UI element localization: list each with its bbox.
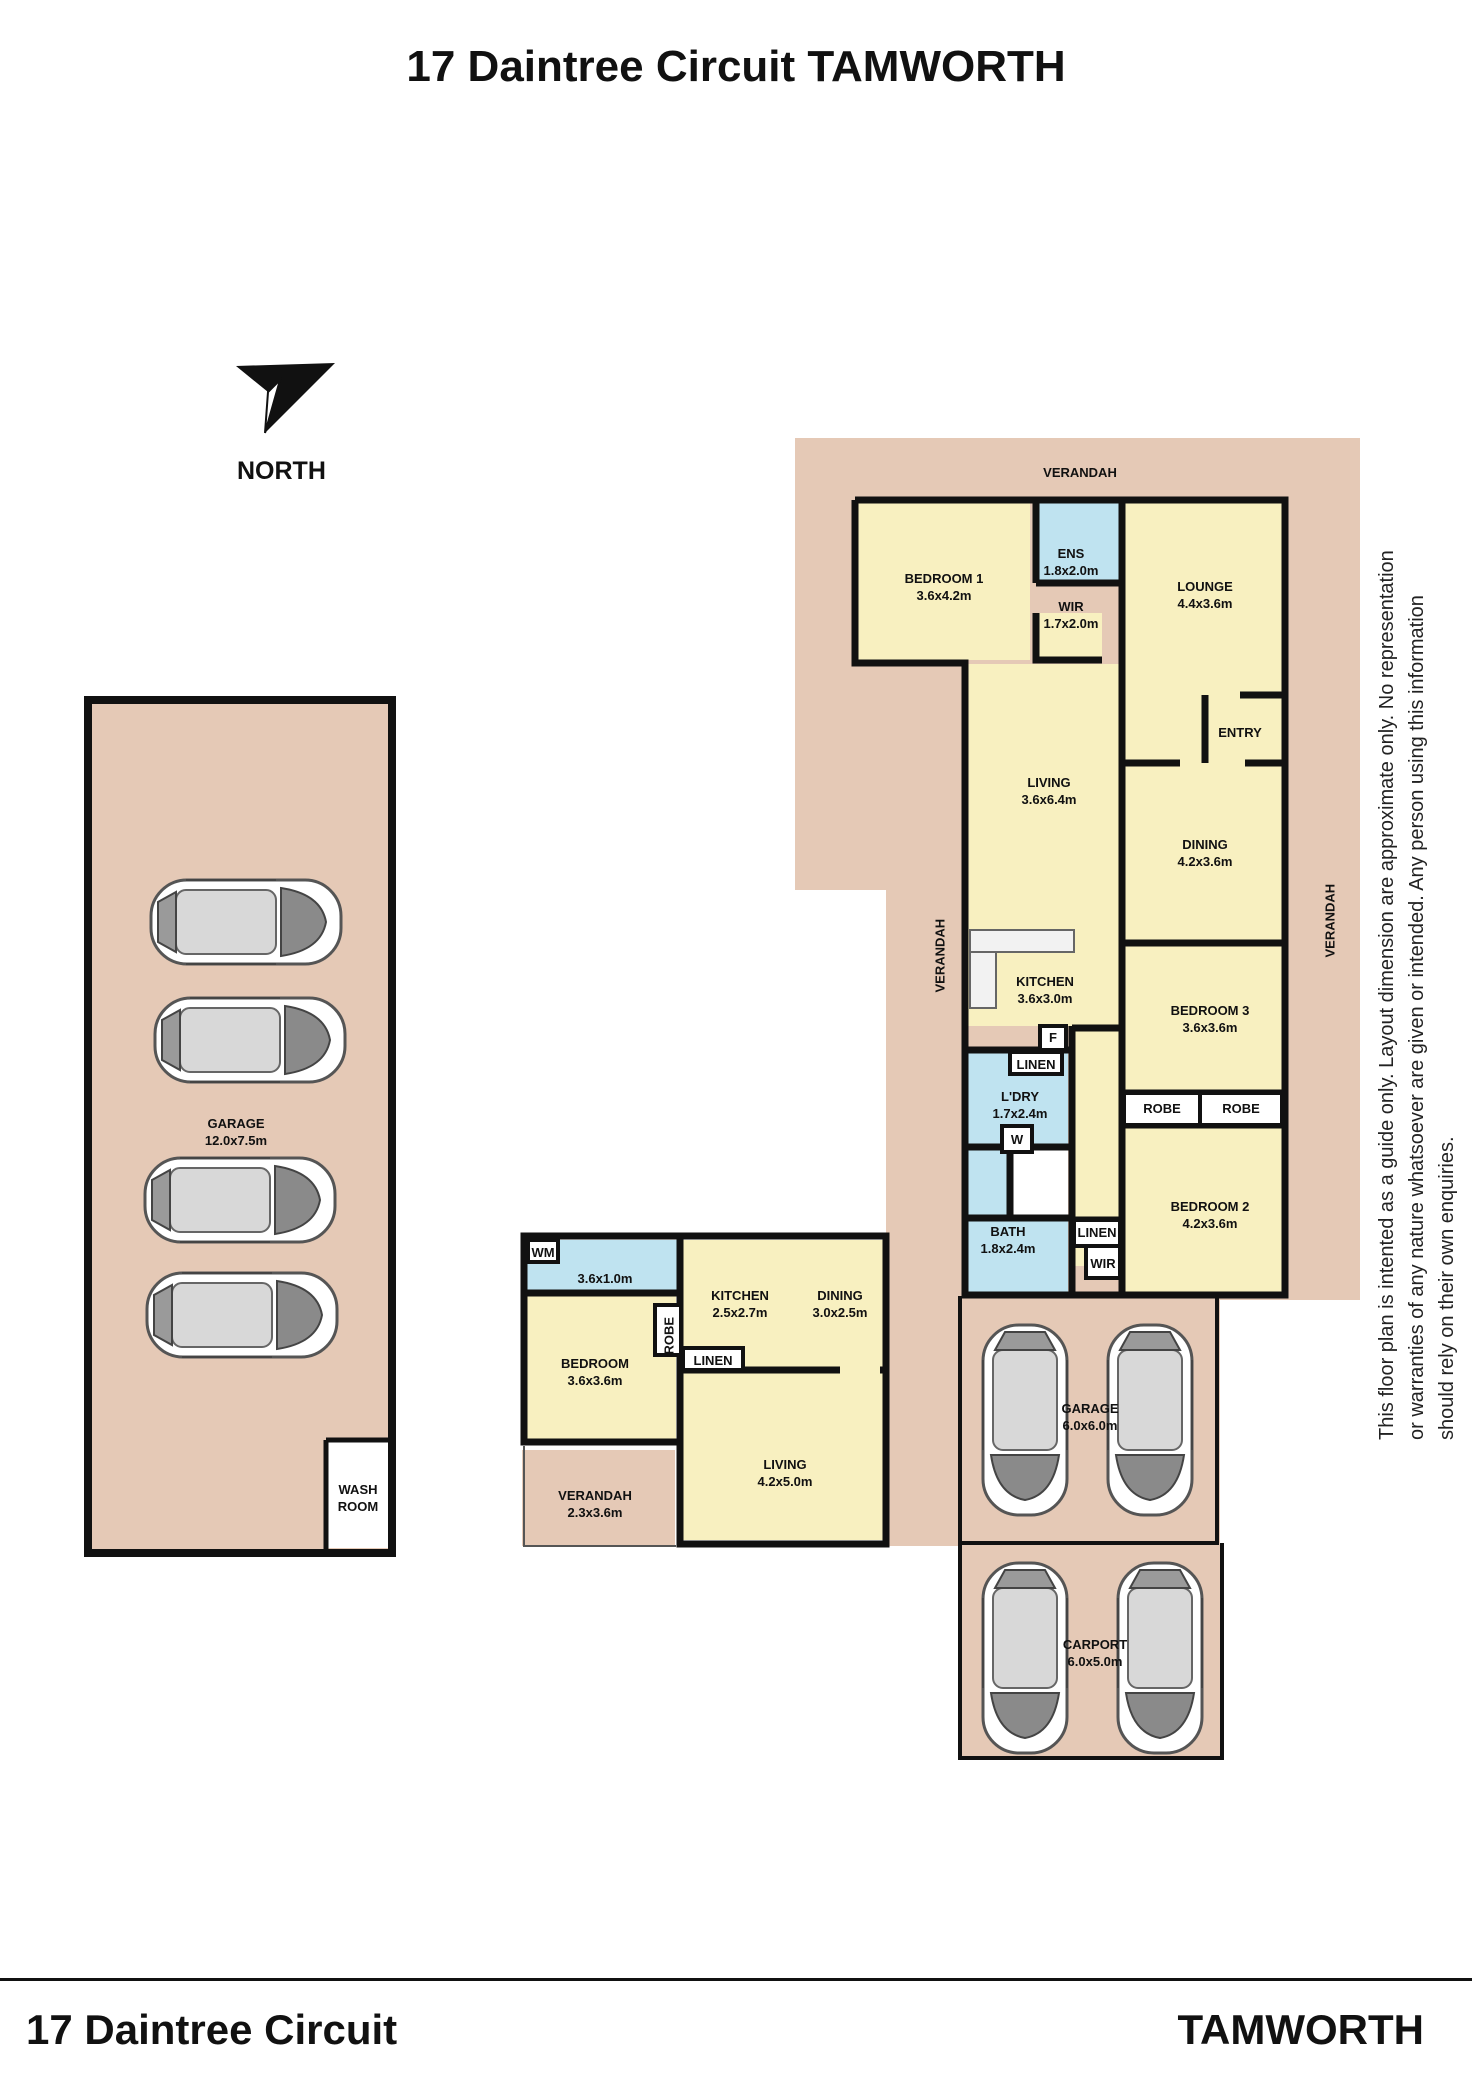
linen3-label: LINEN (693, 1353, 733, 1368)
washer-label: W (1010, 1132, 1024, 1147)
verandah-right-label: VERANDAH (1322, 883, 1338, 958)
disclaimer-text: This floor plan is intented as a guide o… (1376, 550, 1458, 1440)
wir2-label: WIR (1090, 1256, 1116, 1271)
flat-bath-label: 3.6x1.0m (577, 1271, 633, 1286)
robe1-label: ROBE (1143, 1101, 1181, 1116)
garage-big-floor (88, 703, 390, 1553)
footer-address: 17 Daintree Circuit (26, 2006, 398, 2053)
footer-divider (0, 1978, 1472, 1981)
car-icon (145, 1271, 339, 1359)
footer-suburb: TAMWORTH (1177, 2006, 1424, 2053)
verandah-left-label: VERANDAH (932, 918, 948, 993)
north-arrow-icon (236, 363, 335, 434)
robe3-label: ROBE (661, 1316, 677, 1355)
car-icon (149, 878, 343, 966)
north-label: NORTH (237, 457, 326, 485)
verandah-top-label: VERANDAH (1043, 465, 1117, 480)
page-title: 17 Daintree Circuit TAMWORTH (406, 42, 1066, 91)
robe2-label: ROBE (1222, 1101, 1260, 1116)
verandah-small-floor (522, 1450, 675, 1546)
car-icon (143, 1156, 337, 1244)
wm2-label: WM (531, 1245, 555, 1260)
entry-label: ENTRY (1218, 725, 1262, 740)
linen2-label: LINEN (1077, 1225, 1117, 1240)
car-icon (153, 996, 347, 1084)
linen1-label: LINEN (1016, 1057, 1056, 1072)
fridge-label: F (1049, 1030, 1057, 1045)
